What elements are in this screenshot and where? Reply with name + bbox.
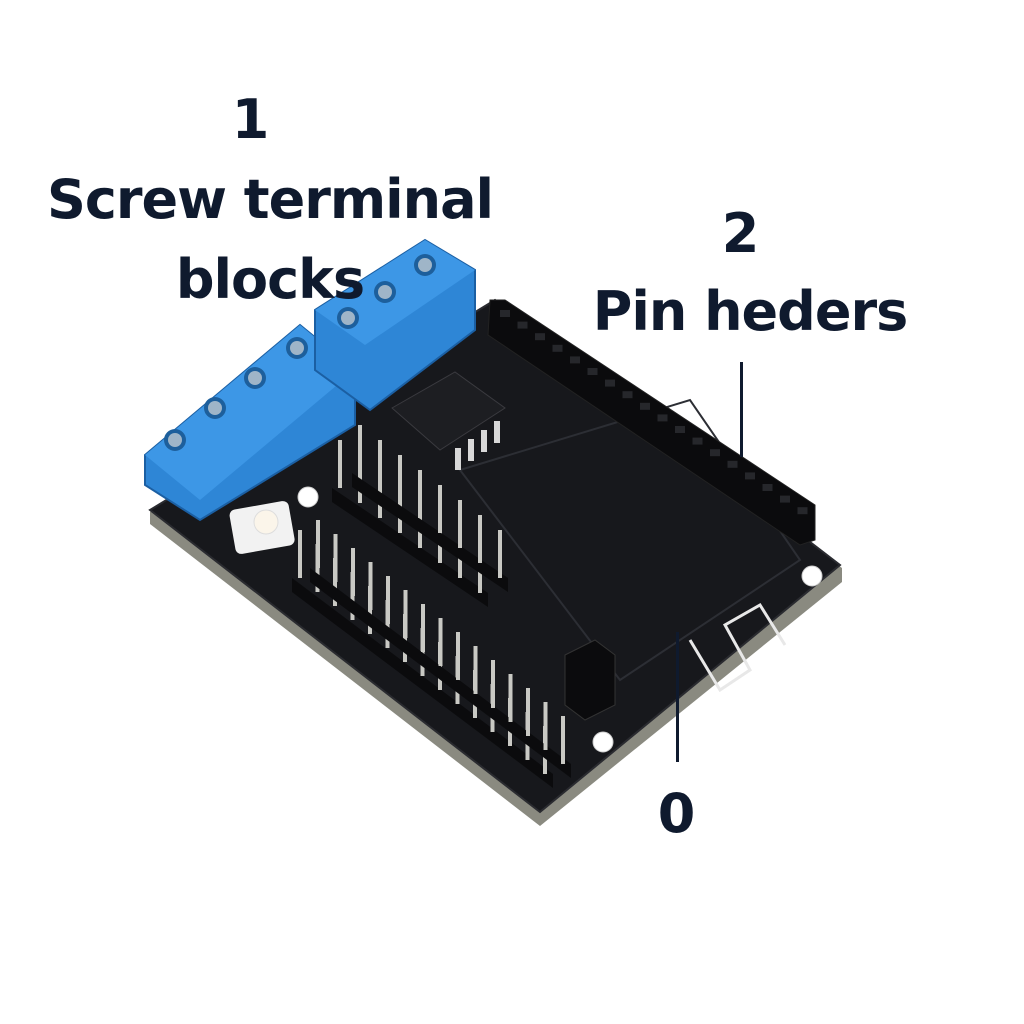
header-pin <box>508 674 513 722</box>
screw-icon <box>378 285 392 299</box>
male-pin-headers <box>292 425 571 788</box>
header-holes <box>500 310 808 515</box>
header-pin <box>478 515 482 563</box>
leader-line-2 <box>740 362 743 457</box>
header-pin <box>418 470 422 518</box>
header-hole <box>657 414 668 422</box>
header-hole <box>587 368 598 375</box>
header-hole <box>710 449 720 457</box>
pin-header-base <box>332 488 488 607</box>
header-hole <box>692 437 703 445</box>
header-hole <box>535 333 545 341</box>
callout-label-2: Pin heders <box>592 280 908 343</box>
ic-pin <box>455 448 461 470</box>
pin-header-base <box>310 568 571 778</box>
header-hole <box>552 344 563 352</box>
header-hole <box>622 391 633 399</box>
header-pin <box>473 646 478 694</box>
screw-icon <box>248 371 262 385</box>
header-pin <box>498 530 502 578</box>
header-pin <box>298 530 302 578</box>
header-pin <box>358 425 362 473</box>
screw-icon <box>208 401 222 415</box>
header-pin <box>421 604 425 652</box>
header-pin <box>386 576 390 624</box>
header-pin <box>458 500 462 548</box>
header-pin <box>333 534 338 582</box>
header-pin <box>368 562 373 610</box>
ic-pin <box>481 430 487 452</box>
callout-label-1-line-1: Screw terminal <box>46 168 494 231</box>
header-pin <box>561 716 565 764</box>
screw-icon <box>341 311 355 325</box>
header-hole <box>640 402 650 410</box>
terminal-screws <box>164 254 436 451</box>
leader-line-0 <box>676 632 679 762</box>
module-outline <box>458 398 802 682</box>
header-pin <box>491 660 495 708</box>
header-pin <box>398 455 402 503</box>
header-hole <box>797 507 808 515</box>
callout-number-2: 2 <box>721 202 760 265</box>
screw-icon <box>418 258 432 272</box>
header-pin <box>403 590 408 638</box>
push-button-cap <box>253 509 279 535</box>
header-pin <box>378 440 382 488</box>
header-hole <box>517 321 528 329</box>
header-pin <box>316 520 320 568</box>
screw-icon <box>168 433 182 447</box>
header-pin <box>338 440 342 488</box>
pin-header-base <box>352 473 508 592</box>
header-hole <box>762 484 773 491</box>
pin-header-right <box>487 299 816 546</box>
mounting-hole <box>297 486 319 508</box>
ic-pin <box>468 439 474 461</box>
header-pin <box>456 632 460 680</box>
antenna-trace <box>688 602 787 693</box>
header-hole <box>570 356 580 364</box>
callout-label-1-line-2: blocks <box>175 248 365 311</box>
header-hole <box>500 310 510 317</box>
mounting-hole <box>592 731 614 753</box>
header-pin <box>438 485 442 533</box>
header-hole <box>727 460 738 468</box>
screw-icon <box>290 341 304 355</box>
header-pin <box>526 688 530 736</box>
header-pin <box>543 702 548 750</box>
callout-number-0: 0 <box>657 782 696 845</box>
ic-pin <box>494 421 500 443</box>
terminal-top-face <box>145 325 355 500</box>
callout-number-1: 1 <box>231 88 270 151</box>
jumper-header <box>564 639 616 721</box>
ic-pins <box>455 421 500 470</box>
header-hole <box>745 472 755 480</box>
header-hole <box>605 379 615 387</box>
ic-chip <box>391 371 506 451</box>
header-pin <box>351 548 355 596</box>
header-pin <box>438 618 443 666</box>
mounting-hole <box>801 565 823 587</box>
header-hole <box>780 495 790 503</box>
pin-header-base <box>292 578 553 788</box>
header-hole <box>675 426 685 433</box>
